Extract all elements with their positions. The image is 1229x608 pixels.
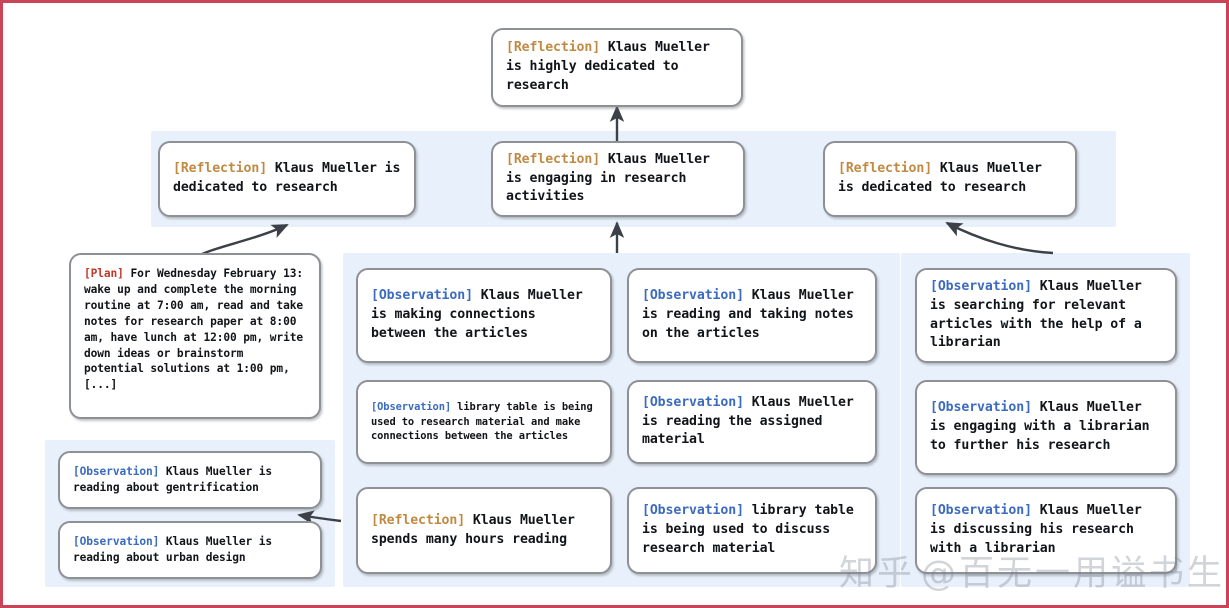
column-three-node-1[interactable]: [Observation] Klaus Mueller is searching…: [915, 268, 1177, 363]
plan-node[interactable]: [Plan] For Wednesday February 13: wake u…: [69, 253, 321, 419]
observation-tag: [Observation]: [642, 394, 744, 410]
column-two-node-3[interactable]: [Observation] library table is being use…: [627, 487, 877, 574]
observation-text: Klaus Mueller is making connections betw…: [371, 288, 583, 341]
reflection-text: Klaus Mueller spends many hours reading: [371, 512, 575, 547]
reflection-tag: [Reflection]: [838, 161, 933, 177]
observation-text: Klaus Mueller is reading about urban des…: [73, 535, 273, 564]
reflection-tag: [Reflection]: [371, 512, 466, 528]
root-reflection-node[interactable]: [Reflection] Klaus Mueller is highly ded…: [491, 28, 743, 107]
plan-text: For Wednesday February 13: wake up and c…: [84, 267, 303, 392]
observation-tag: [Observation]: [73, 535, 160, 549]
column-three-node-2[interactable]: [Observation] Klaus Mueller is engaging …: [915, 380, 1177, 475]
watermark-zhihu: 知乎: [839, 554, 916, 594]
reflection-node-middle[interactable]: [Reflection] Klaus Mueller is engaging i…: [491, 141, 745, 217]
column-two-node-1[interactable]: [Observation] Klaus Mueller is reading a…: [627, 268, 877, 363]
column-one-node-1[interactable]: [Observation] Klaus Mueller is making co…: [356, 268, 612, 363]
observation-text: Klaus Mueller is reading and taking note…: [642, 288, 854, 341]
observation-text: Klaus Mueller is reading about gentrific…: [73, 465, 273, 494]
observation-tag: [Observation]: [642, 288, 744, 304]
observation-text: library table is being used to discuss r…: [642, 503, 854, 556]
reflection-node-right[interactable]: [Reflection] Klaus Mueller is dedicated …: [823, 141, 1077, 217]
reflection-tag: [Reflection]: [173, 161, 268, 177]
observation-text: library table is being used to research …: [371, 400, 593, 443]
observation-text: Klaus Mueller is engaging with a librari…: [930, 400, 1150, 453]
column-one-node-2[interactable]: [Observation] library table is being use…: [356, 380, 612, 464]
left-observation-node-2[interactable]: [Observation] Klaus Mueller is reading a…: [58, 521, 322, 579]
observation-tag: [Observation]: [73, 465, 160, 479]
plan-tag: [Plan]: [84, 267, 124, 280]
reflection-text: Klaus Mueller is engaging in research ac…: [506, 151, 710, 205]
reflection-tag: [Reflection]: [506, 40, 601, 56]
column-two-node-2[interactable]: [Observation] Klaus Mueller is reading t…: [627, 380, 877, 464]
arrow-column-three-to-right-reflection: [945, 221, 1054, 255]
column-three-node-3[interactable]: [Observation] Klaus Mueller is discussin…: [915, 487, 1177, 574]
observation-tag: [Observation]: [930, 503, 1032, 519]
reflection-node-left[interactable]: [Reflection] Klaus Mueller is dedicated …: [158, 141, 416, 217]
left-observation-node-1[interactable]: [Observation] Klaus Mueller is reading a…: [58, 451, 322, 509]
root-reflection-text: Klaus Mueller is highly dedicated to res…: [506, 40, 710, 93]
reflection-text: Klaus Mueller is dedicated to research: [838, 161, 1042, 195]
watermark-handle: @百无一用谥书生: [921, 554, 1226, 594]
observation-tag: [Observation]: [371, 400, 452, 413]
observation-tag: [Observation]: [371, 288, 473, 304]
observation-text: Klaus Mueller is discussing his research…: [930, 503, 1142, 556]
reflection-tag: [Reflection]: [506, 151, 601, 167]
observation-text: Klaus Mueller is searching for relevant …: [930, 279, 1142, 351]
column-one-node-3[interactable]: [Reflection] Klaus Mueller spends many h…: [356, 487, 612, 574]
observation-text: Klaus Mueller is reading the assigned ma…: [642, 394, 854, 448]
observation-tag: [Observation]: [642, 503, 744, 519]
reflection-text: Klaus Mueller is dedicated to research: [173, 161, 401, 195]
observation-tag: [Observation]: [930, 279, 1032, 295]
observation-tag: [Observation]: [930, 400, 1032, 416]
